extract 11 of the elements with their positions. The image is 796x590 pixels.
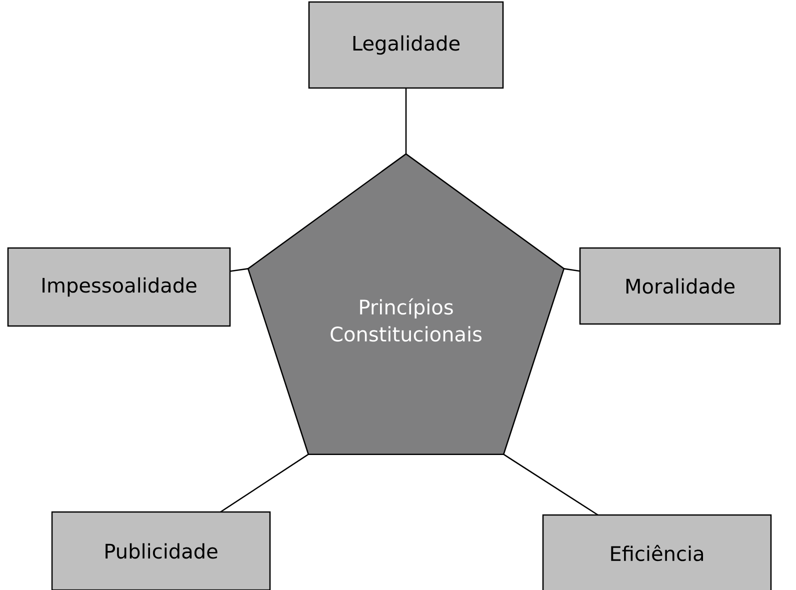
box: Impessoalidade bbox=[7, 247, 231, 327]
connector-line bbox=[503, 454, 598, 516]
connector-line bbox=[564, 268, 580, 272]
box: Eficiência bbox=[542, 514, 772, 590]
pentagon: Princípios Constitucionais bbox=[247, 153, 565, 455]
box: Publicidade bbox=[51, 511, 271, 590]
connector-line bbox=[220, 454, 309, 513]
connector-line bbox=[405, 88, 407, 154]
connector-line bbox=[230, 268, 248, 272]
box: Legalidade bbox=[308, 1, 504, 89]
box: Moralidade bbox=[579, 247, 781, 325]
